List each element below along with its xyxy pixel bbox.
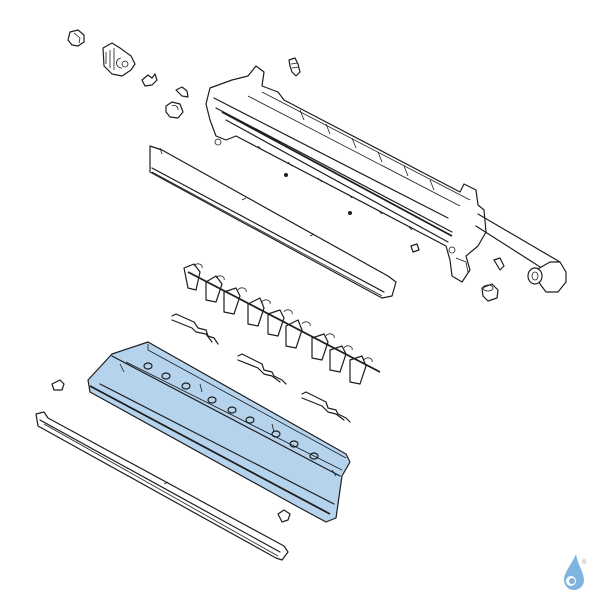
pin-bottom-part <box>277 509 291 523</box>
hose-clamp-part <box>481 283 499 302</box>
mount-hole-2 <box>348 211 352 215</box>
link-rod-3-part <box>301 391 351 423</box>
small-clip-part <box>141 73 158 87</box>
screw-right-part <box>493 257 505 271</box>
step-motor-part <box>102 42 136 77</box>
vertical-vane-link-assembly-part <box>183 263 381 385</box>
bearing-bush-part <box>165 101 184 119</box>
water-drop-logo-icon: ® <box>564 554 587 590</box>
screw-top-part <box>288 57 301 77</box>
vane-pivot-holes <box>143 362 319 460</box>
drain-pan-louver-housing-part <box>87 341 351 523</box>
motor-cap-part <box>67 29 85 47</box>
link-rod-2-part <box>237 353 287 385</box>
nut-right-part <box>410 243 420 253</box>
upper-deflector-panel-part <box>149 145 397 299</box>
drain-hose-part <box>475 213 567 293</box>
registered-mark: ® <box>582 559 587 566</box>
pin-left-part <box>51 379 65 391</box>
chassis-frame-part <box>205 65 487 283</box>
bracket-clip-part <box>175 86 189 98</box>
link-rod-1-part <box>171 313 219 345</box>
mount-hole-1 <box>284 173 288 177</box>
horizontal-louver-blade-part <box>35 411 289 561</box>
